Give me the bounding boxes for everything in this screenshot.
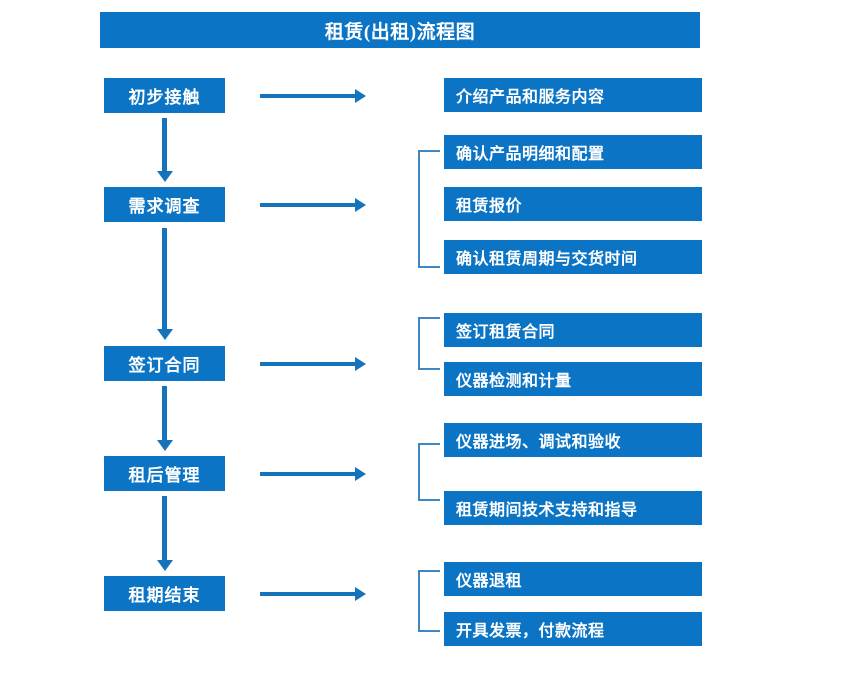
horizontal-arrow-stage5 (260, 587, 366, 601)
stage-box-qian-ding-he-tong[interactable]: 签订合同 (104, 346, 225, 381)
detail-box-que-ren-chan-pin-ming-xi[interactable]: 确认产品明细和配置 (444, 135, 702, 169)
group-bracket-xu-qiu-diao-cha (418, 150, 440, 268)
detail-box-kai-ju-fa-piao[interactable]: 开具发票，付款流程 (444, 612, 702, 646)
detail-box-que-ren-zu-lin-zhou-qi[interactable]: 确认租赁周期与交货时间 (444, 240, 702, 274)
detail-box-qian-ding-zu-lin-he-tong[interactable]: 签订租赁合同 (444, 313, 702, 347)
stage-box-zu-qi-jie-shu[interactable]: 租期结束 (104, 576, 225, 611)
detail-box-yi-qi-tui-zu[interactable]: 仪器退租 (444, 562, 702, 596)
stage-box-chu-bu-jie-chu[interactable]: 初步接触 (104, 78, 225, 113)
detail-box-zu-lin-qi-jian-zhi-chi[interactable]: 租赁期间技术支持和指导 (444, 491, 702, 525)
stage-box-zu-hou-guan-li[interactable]: 租后管理 (104, 456, 225, 491)
vertical-arrow-stage4-stage5 (157, 496, 173, 571)
stage-box-xu-qiu-diao-cha[interactable]: 需求调查 (104, 187, 225, 222)
group-bracket-zu-hou-guan-li (418, 443, 440, 501)
page-title: 租赁(出租)流程图 (100, 12, 700, 48)
vertical-arrow-stage1-stage2 (157, 118, 173, 182)
horizontal-arrow-stage2 (260, 198, 366, 212)
detail-box-yi-qi-jian-ce-he-ji-liang[interactable]: 仪器检测和计量 (444, 362, 702, 396)
horizontal-arrow-stage4 (260, 467, 366, 481)
vertical-arrow-stage2-stage3 (157, 228, 173, 340)
detail-box-yi-qi-jin-chang[interactable]: 仪器进场、调试和验收 (444, 423, 702, 457)
detail-box-jie-shao-chan-pin[interactable]: 介绍产品和服务内容 (444, 78, 702, 112)
group-bracket-qian-ding-he-tong (418, 317, 440, 370)
vertical-arrow-stage3-stage4 (157, 386, 173, 451)
detail-box-zu-lin-bao-jia[interactable]: 租赁报价 (444, 187, 702, 221)
horizontal-arrow-stage3 (260, 357, 366, 371)
group-bracket-zu-qi-jie-shu (418, 570, 440, 632)
horizontal-arrow-stage1 (260, 89, 366, 103)
